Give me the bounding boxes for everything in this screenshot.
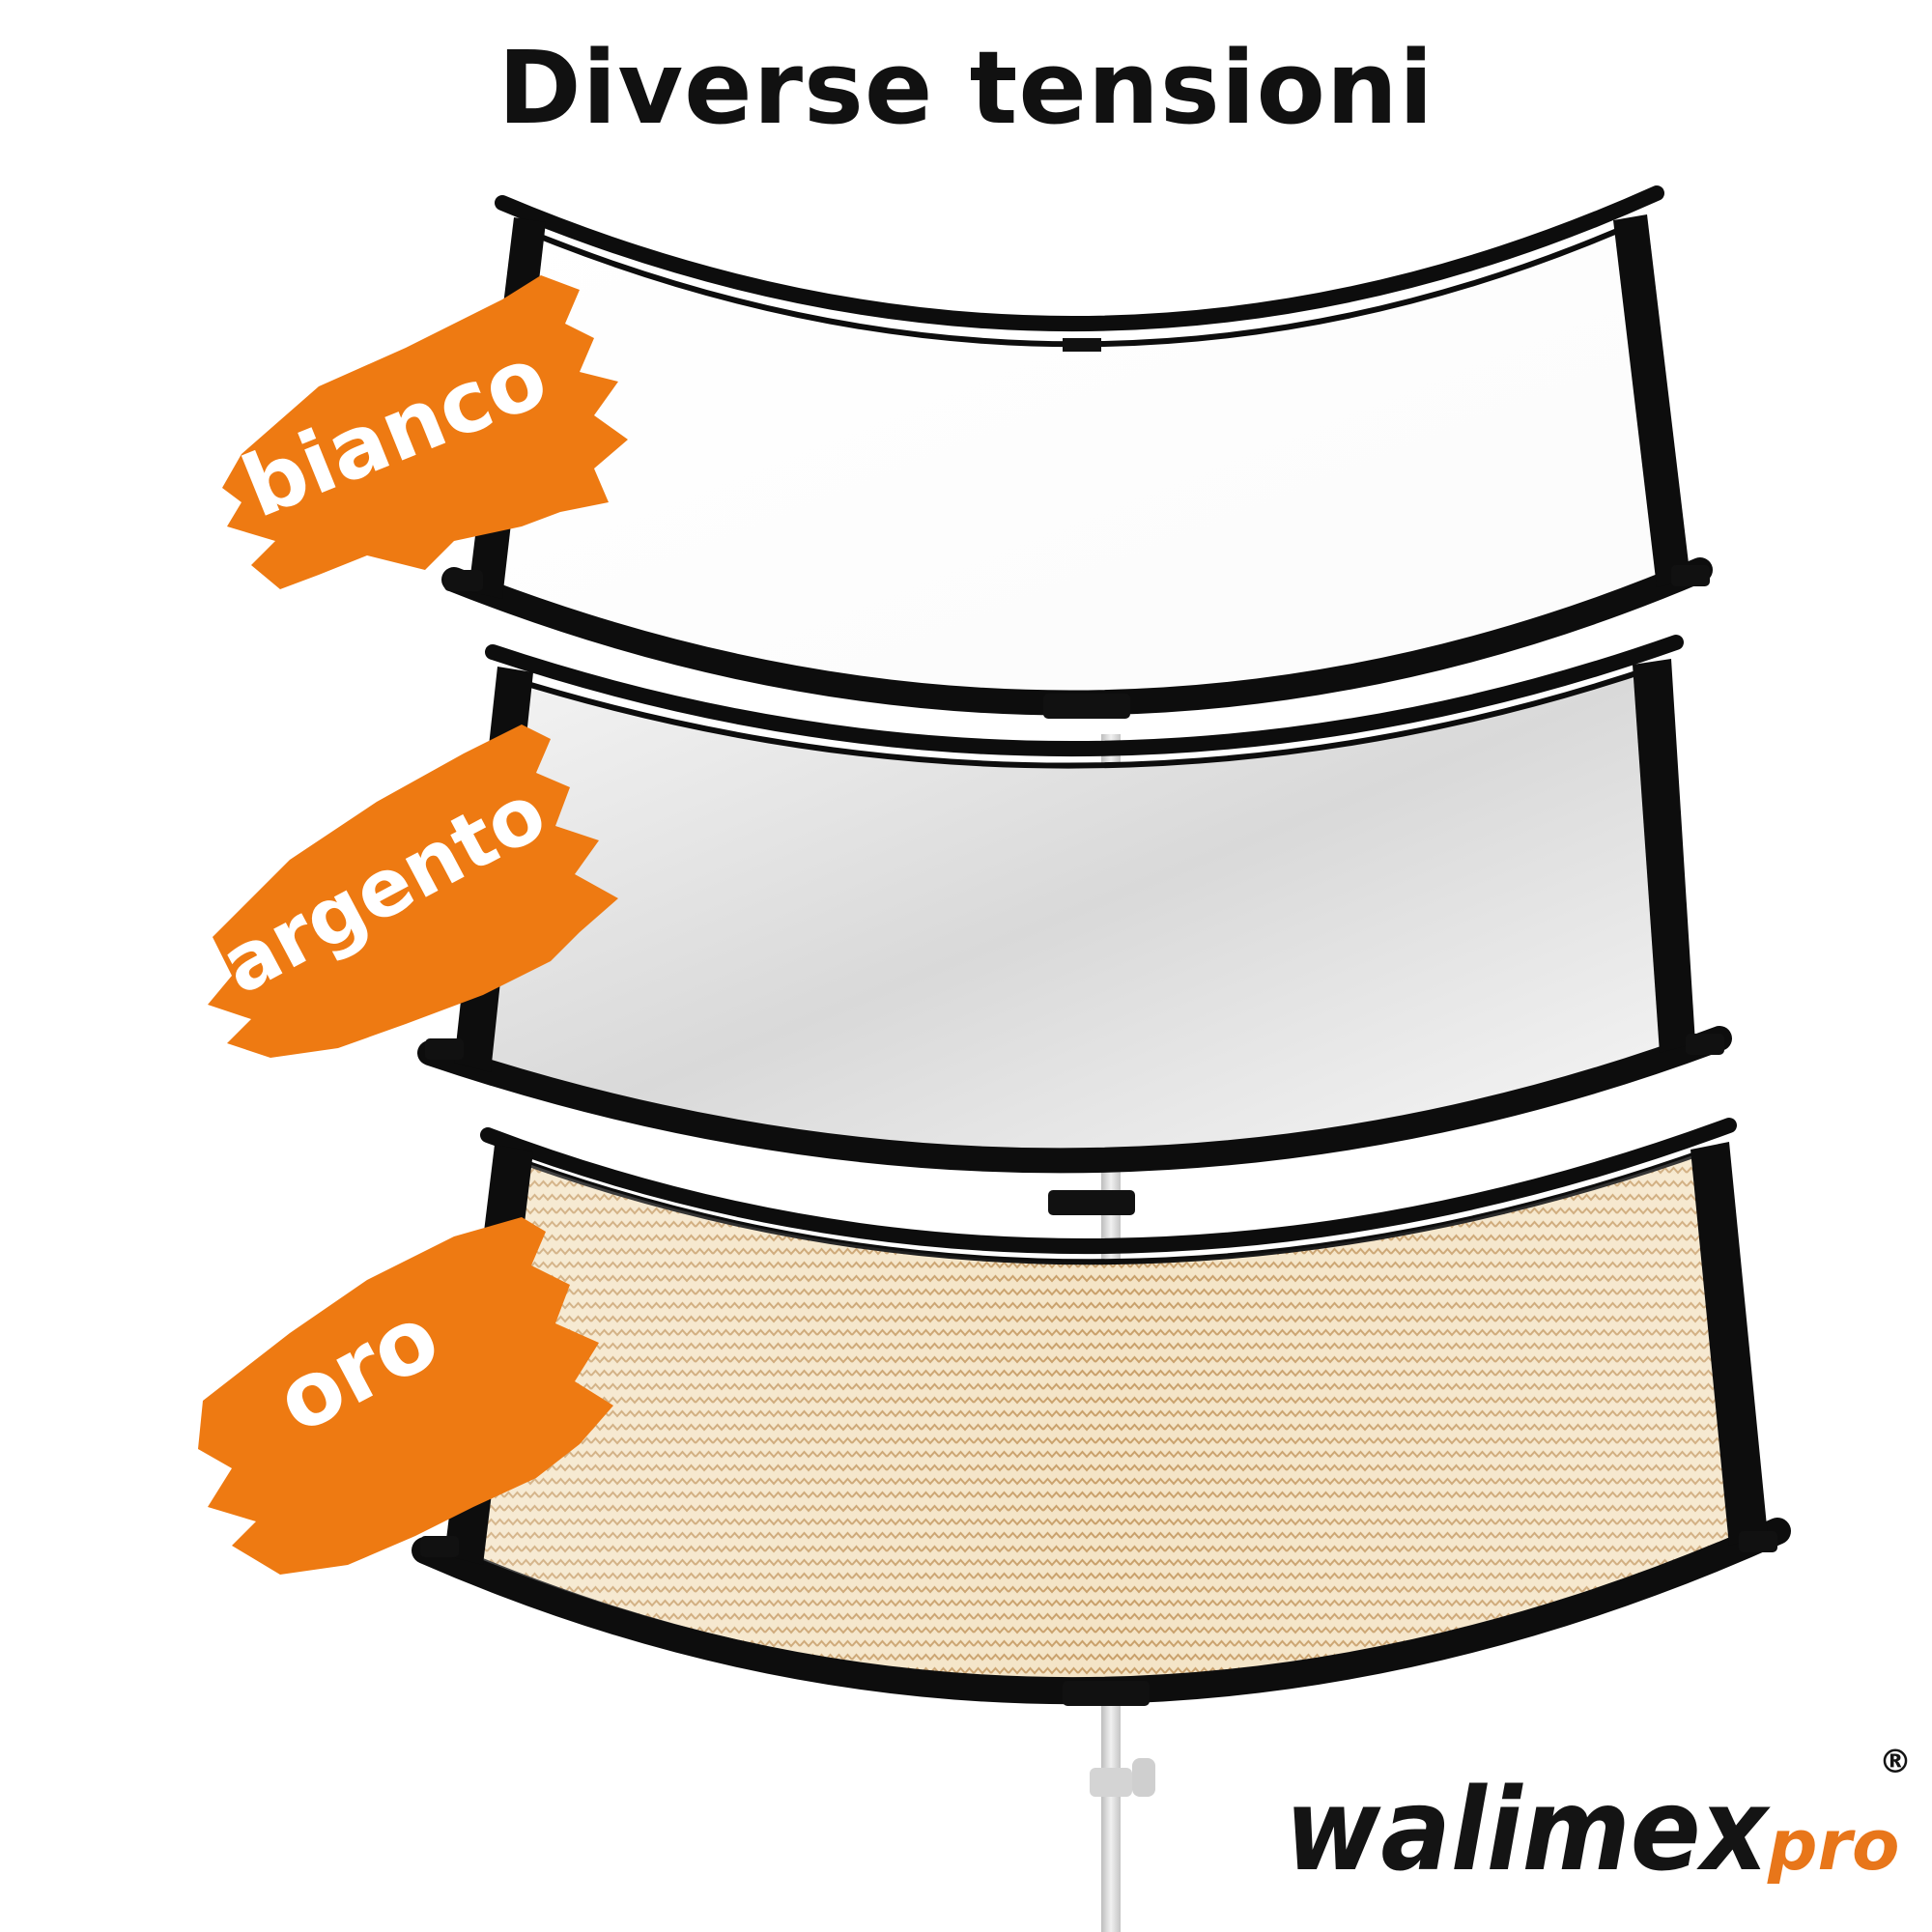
tag-oro: oro bbox=[198, 1217, 613, 1575]
walimex-pro-logo: walimex pro ® bbox=[1285, 1743, 1912, 1896]
reflector-surface-silver bbox=[474, 662, 1680, 1159]
reflector-panel-white bbox=[441, 185, 1713, 719]
reflector-panel-silver bbox=[417, 635, 1732, 1215]
page-title: Diverse tensioni bbox=[497, 29, 1435, 147]
reflector-surface-white bbox=[474, 217, 1685, 701]
registered-mark: ® bbox=[1879, 1743, 1912, 1781]
logo-suffix: pro bbox=[1767, 1804, 1900, 1886]
logo-wordmark: walimex bbox=[1285, 1763, 1772, 1896]
